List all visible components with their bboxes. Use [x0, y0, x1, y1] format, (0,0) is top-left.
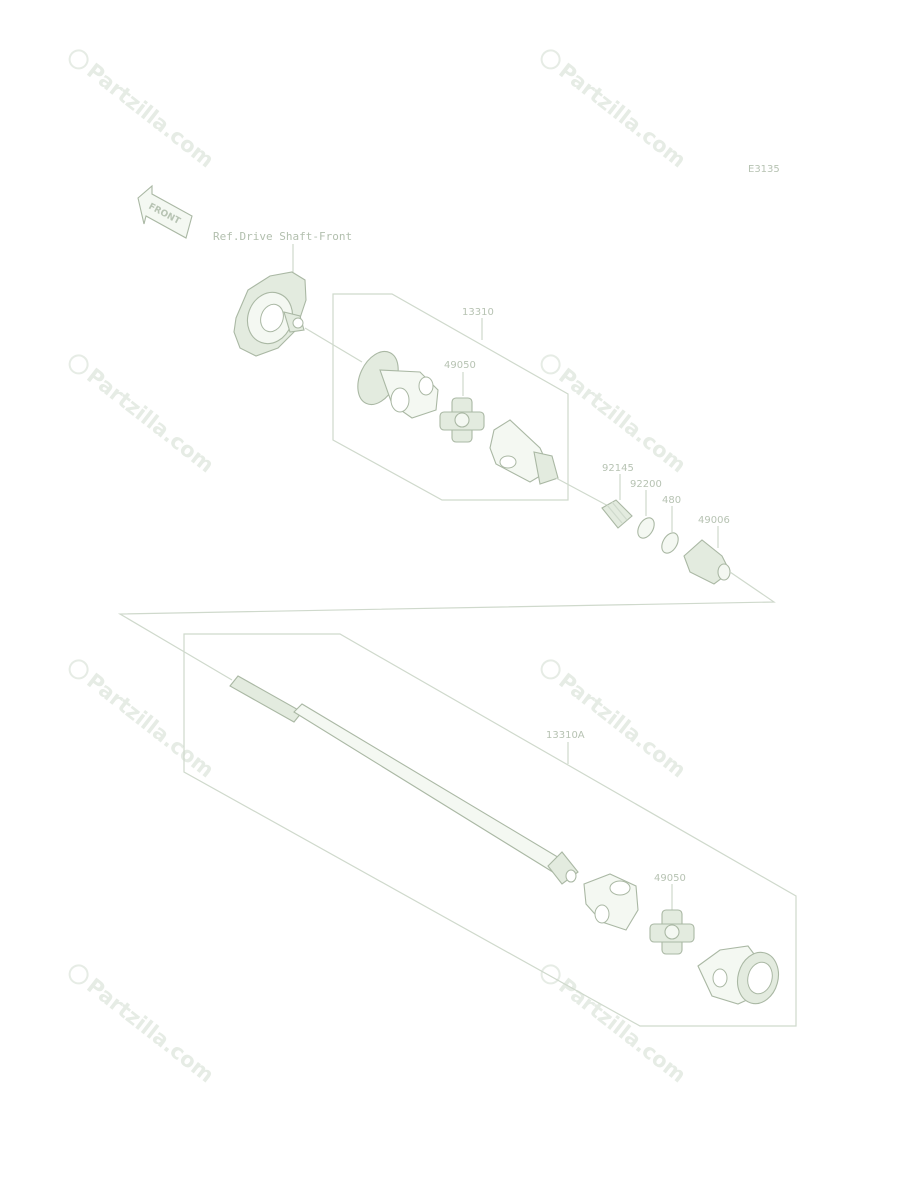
washer-part [637, 517, 655, 539]
copyright-icon [68, 964, 89, 985]
drive-shaft-part [229, 675, 579, 885]
callout-49050-b: 49050 [654, 873, 686, 884]
spider-cross-part [439, 397, 485, 443]
copyright-icon [540, 354, 561, 375]
callout-49006: 49006 [698, 515, 730, 526]
slip-yoke-part [489, 419, 559, 485]
watermark: Partzilla.com [68, 354, 218, 478]
circlip-part [661, 532, 679, 554]
callout-13310: 13310 [462, 307, 494, 318]
watermark: Partzilla.com [540, 49, 690, 173]
watermark-text: Partzilla.com [554, 364, 690, 478]
watermark-text: Partzilla.com [82, 364, 218, 478]
watermark: Partzilla.com [540, 659, 690, 783]
diagram-code: E3135 [748, 164, 780, 175]
bracket-13310A [183, 633, 797, 1027]
front-arrow-icon: FRONT [137, 184, 193, 239]
watermark-text: Partzilla.com [554, 669, 690, 783]
bracket-13310 [332, 293, 569, 501]
watermark: Partzilla.com [68, 49, 218, 173]
boot-part [683, 539, 731, 585]
copyright-icon [68, 354, 89, 375]
copyright-icon [68, 659, 89, 680]
front-housing-part [233, 271, 307, 357]
watermark-text: Partzilla.com [82, 974, 218, 1088]
watermark: Partzilla.com [68, 964, 218, 1088]
callout-92200: 92200 [630, 479, 662, 490]
watermark: Partzilla.com [68, 659, 218, 783]
copyright-icon [68, 49, 89, 70]
watermark-text: Partzilla.com [554, 59, 690, 173]
callout-13310A: 13310A [546, 730, 585, 741]
copyright-icon [540, 964, 561, 985]
copyright-icon [540, 49, 561, 70]
yoke-lower-part [583, 873, 639, 931]
yoke-part [357, 350, 439, 419]
callout-49050-a: 49050 [444, 360, 476, 371]
watermark-text: Partzilla.com [554, 974, 690, 1088]
copyright-icon [540, 659, 561, 680]
watermark: Partzilla.com [540, 354, 690, 478]
bushing-part [601, 499, 633, 529]
ref-label: Ref.Drive Shaft-Front [213, 230, 352, 243]
continuation-line [117, 571, 776, 681]
watermark-text: Partzilla.com [82, 59, 218, 173]
flange-yoke-part [697, 945, 780, 1005]
watermark-text: Partzilla.com [82, 669, 218, 783]
spider-cross-lower-part [649, 909, 695, 955]
watermark: Partzilla.com [540, 964, 690, 1088]
callout-480: 480 [662, 495, 681, 506]
explosion-line [555, 477, 613, 509]
callout-92145: 92145 [602, 463, 634, 474]
